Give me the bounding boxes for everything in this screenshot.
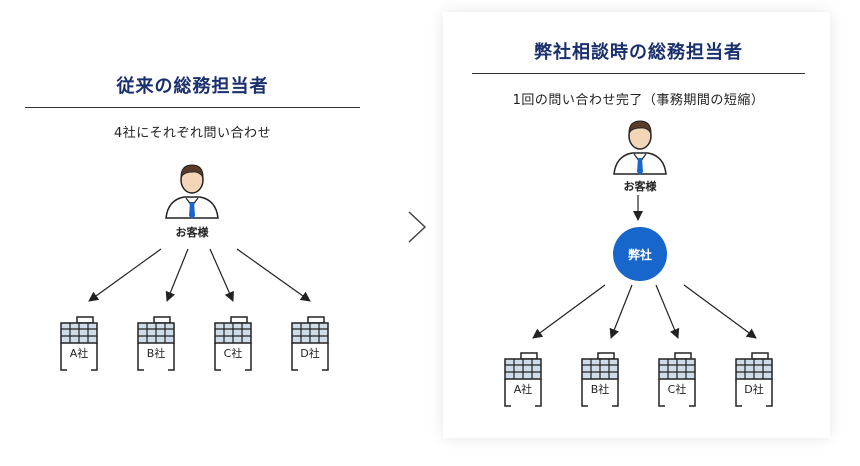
company-label: D社 xyxy=(744,383,764,396)
chevron-right-icon xyxy=(408,211,427,243)
arrow-left-b xyxy=(165,248,189,302)
left-customer-label: お客様 xyxy=(175,226,209,239)
arrow-right-a xyxy=(532,284,606,339)
company-label: B社 xyxy=(146,347,166,360)
left-subtitle: 4社にそれぞれ問い合わせ xyxy=(113,126,271,141)
our-company-label: 弊社 xyxy=(627,247,652,262)
company-label: A社 xyxy=(513,383,533,396)
arrow-right-d xyxy=(683,284,757,339)
left-company-a: A社 xyxy=(57,315,101,371)
left-company-c: C社 xyxy=(211,315,255,371)
right-company-d: D社 xyxy=(732,351,776,407)
company-label: C社 xyxy=(223,347,243,360)
arrow-left-c xyxy=(209,248,234,302)
building-icon xyxy=(291,316,329,371)
right-divider xyxy=(472,73,805,74)
building-icon xyxy=(137,316,175,371)
left-title: 従来の総務担当者 xyxy=(116,76,269,97)
arrow-left-d xyxy=(236,248,311,302)
arrow-right-c xyxy=(655,284,680,339)
right-company-a: A社 xyxy=(501,351,545,407)
customer-person-icon xyxy=(165,164,219,219)
building-icon xyxy=(658,352,696,407)
building-icon xyxy=(214,316,252,371)
building-icon xyxy=(581,352,619,407)
building-icon xyxy=(504,352,542,407)
arrow-left-a xyxy=(88,248,162,302)
building-icon xyxy=(60,316,98,371)
right-title: 弊社相談時の総務担当者 xyxy=(534,42,743,63)
right-company-c: C社 xyxy=(655,351,699,407)
left-company-b: B社 xyxy=(134,315,178,371)
arrow-right-b xyxy=(609,284,633,339)
customer-person-icon xyxy=(613,120,667,175)
company-label: C社 xyxy=(667,383,687,396)
left-company-d: D社 xyxy=(288,315,332,371)
left-divider xyxy=(25,107,360,108)
right-customer-label: お客様 xyxy=(623,180,657,193)
right-subtitle: 1回の問い合わせ完了（事務期間の短縮） xyxy=(512,93,765,108)
company-label: D社 xyxy=(300,347,320,360)
our-company-node: 弊社 xyxy=(613,227,667,281)
company-label: A社 xyxy=(69,347,89,360)
building-icon xyxy=(735,352,773,407)
company-label: B社 xyxy=(590,383,610,396)
right-company-b: B社 xyxy=(578,351,622,407)
